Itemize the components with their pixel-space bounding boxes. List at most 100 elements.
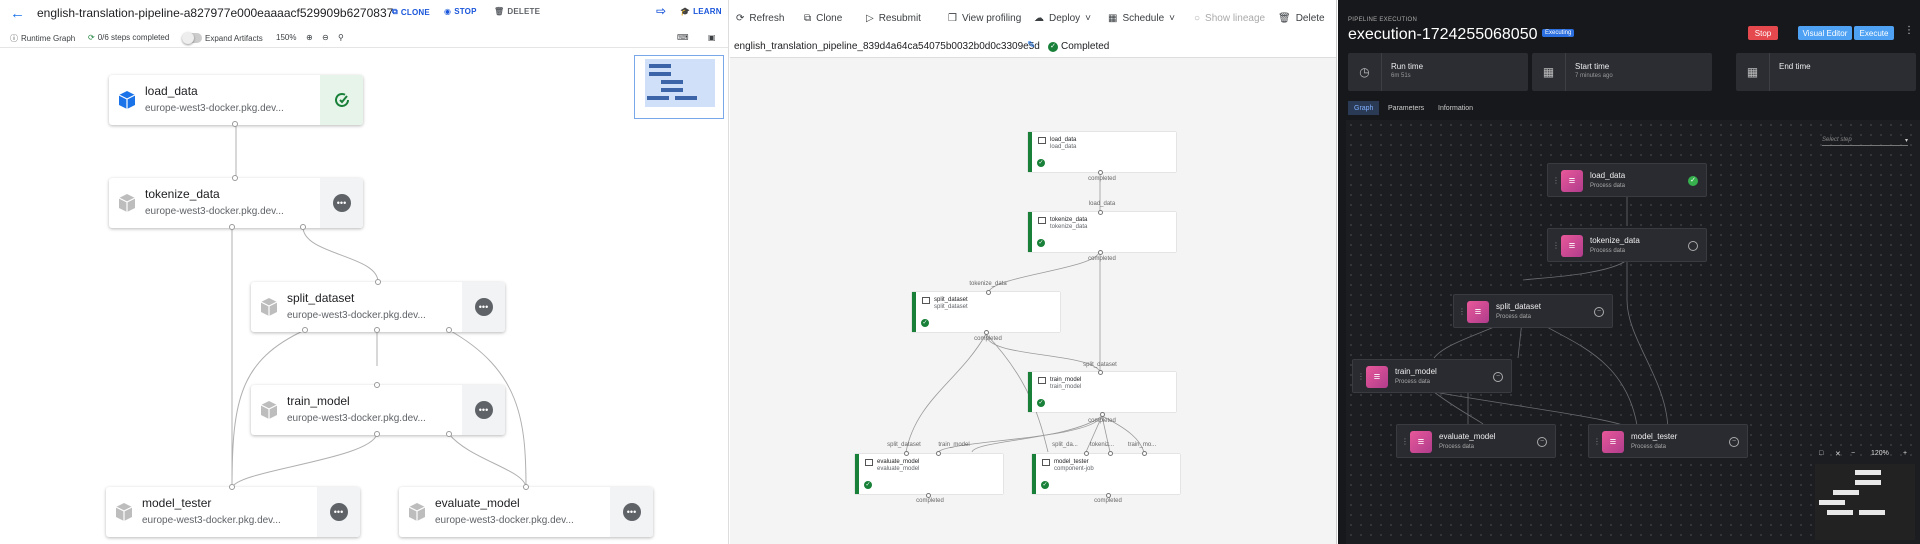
schedule-button[interactable]: ▦Schedule˅ — [1108, 13, 1175, 24]
back-arrow-icon[interactable]: ← — [10, 5, 25, 22]
tab-graph[interactable]: Graph — [1348, 101, 1380, 115]
port — [984, 330, 989, 335]
edge-label: split_da... — [1052, 442, 1078, 448]
port — [229, 484, 235, 490]
resubmit-button[interactable]: ▷Resubmit — [866, 13, 921, 24]
tab-parameters[interactable]: Parameters — [1388, 104, 1425, 112]
cube-icon — [251, 282, 287, 332]
stop-button[interactable]: ◉STOP — [444, 7, 477, 16]
edge-label: split_dataset — [887, 442, 921, 448]
dark-minimap[interactable]: □ ✕ − 120% + — [1815, 450, 1915, 540]
calendar-icon: ▦ — [1532, 53, 1566, 91]
status-pending-icon: ••• — [462, 385, 505, 435]
drag-handle-icon[interactable]: ⋮ — [1357, 372, 1365, 381]
execute-button[interactable]: Execute — [1854, 26, 1894, 40]
drag-handle-icon[interactable]: ⋮ — [1593, 437, 1601, 446]
cloud-icon: ☁ — [1034, 13, 1044, 24]
node-name: tokenize_data — [145, 187, 220, 201]
play-icon: ▷ — [866, 13, 874, 24]
kfp-minimap[interactable] — [634, 55, 724, 119]
kfp-node-split-dataset[interactable]: split_dataset europe-west3-docker.pkg.dev… — [251, 282, 505, 332]
more-vert-icon[interactable]: ⋮ — [1904, 25, 1914, 36]
fit-icon[interactable]: □ — [1819, 450, 1824, 457]
view-profiling-button[interactable]: ❒View profiling — [948, 13, 1022, 24]
keyboard-icon[interactable]: ⌨ — [677, 33, 689, 42]
table-icon — [1038, 217, 1046, 224]
node-name: split_dataset — [287, 291, 355, 305]
fit-view-icon[interactable]: ⚲ — [338, 33, 344, 42]
node-name: load_data — [145, 84, 198, 98]
delete-button[interactable]: 🗑Delete — [1278, 13, 1325, 24]
clone-button[interactable]: ⧉CLONE — [392, 7, 430, 17]
minimap-toggle-icon[interactable]: ▣ — [708, 33, 716, 42]
edit-icon[interactable]: ✎ — [1027, 40, 1036, 51]
profiling-icon: ❒ — [948, 13, 957, 24]
zoom-in-icon[interactable]: ⊕ — [306, 33, 313, 42]
minimap-node — [1855, 480, 1881, 485]
zoom-in-icon[interactable]: + — [1903, 450, 1908, 457]
port — [374, 327, 380, 333]
show-lineage-button[interactable]: ○Show lineage — [1194, 13, 1266, 24]
clock-icon: ◷ — [1348, 53, 1382, 91]
clone-button[interactable]: ⧉Clone — [804, 13, 843, 24]
learn-button[interactable]: 🎓LEARN — [680, 7, 722, 16]
cube-icon — [399, 487, 435, 537]
drag-handle-icon[interactable]: ⋮ — [1458, 307, 1466, 316]
zoom-out-icon[interactable]: ⊖ — [322, 33, 329, 42]
minimap-node — [1859, 510, 1885, 515]
edge-label: tokenize_data — [969, 281, 1007, 287]
status-running-icon — [1688, 241, 1698, 251]
edge-label: tokeniz... — [1089, 442, 1115, 448]
drag-handle-icon[interactable]: ⋮ — [1401, 437, 1409, 446]
stop-button[interactable]: Stop — [1748, 26, 1778, 40]
node-image: europe-west3-docker.pkg.dev... — [287, 310, 426, 321]
kfp-run-panel: ← english-translation-pipeline-a827977e0… — [0, 0, 729, 544]
success-icon: ✓ — [921, 319, 929, 327]
zoom-out-icon[interactable]: − — [1851, 450, 1856, 457]
toggle-switch[interactable] — [182, 32, 202, 44]
section-label: PIPELINE EXECUTION — [1348, 17, 1418, 23]
visual-editor-button[interactable]: Visual Editor — [1798, 26, 1852, 40]
table-icon — [1038, 377, 1046, 384]
close-icon[interactable]: ✕ — [1835, 451, 1841, 458]
minimap-node — [647, 96, 669, 100]
sidebar-toggle-icon[interactable]: ⇨ — [656, 4, 667, 18]
drag-handle-icon[interactable]: ⋮ — [1552, 176, 1560, 185]
copy-icon: ⧉ — [804, 13, 812, 24]
select-step-dropdown[interactable]: Select step▾ — [1822, 137, 1908, 146]
table-icon — [1042, 459, 1050, 466]
refresh-button[interactable]: ⟳Refresh — [736, 13, 785, 24]
expand-artifacts-toggle[interactable]: Expand Artifacts — [182, 32, 263, 44]
node-name: model_tester — [142, 496, 212, 510]
calendar-icon: ▦ — [1108, 13, 1118, 24]
deploy-button[interactable]: ☁Deploy˅ — [1034, 13, 1091, 24]
tab-information[interactable]: Information — [1438, 104, 1474, 112]
edge-label: load_data — [1088, 201, 1116, 207]
drag-handle-icon[interactable]: ⋮ — [1552, 241, 1560, 250]
status-waiting-icon: − — [1493, 372, 1503, 382]
delete-button[interactable]: 🗑DELETE — [494, 7, 541, 16]
run-status: ✓ Completed — [1048, 41, 1109, 52]
check-circle-icon: ✓ — [1048, 41, 1058, 52]
learn-icon: 🎓 — [680, 7, 691, 16]
port — [229, 224, 235, 230]
